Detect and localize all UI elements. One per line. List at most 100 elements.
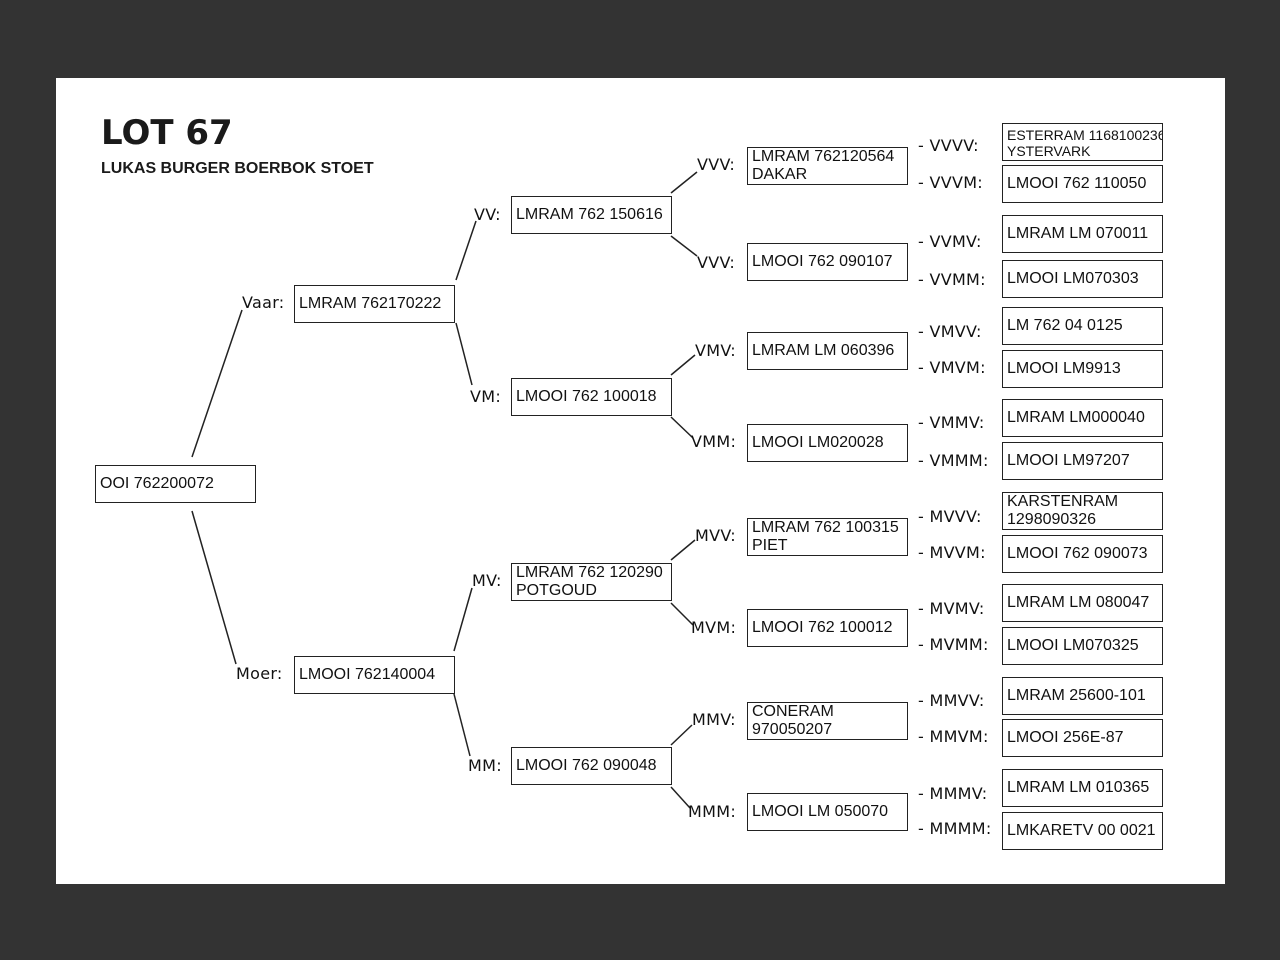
vmv-box: LMRAM LM 060396 xyxy=(747,332,908,370)
vvv-label: VVV: xyxy=(697,155,736,174)
mvmm-label: - MVMM: xyxy=(918,635,989,654)
vvmv-label: - VVMV: xyxy=(918,232,982,251)
vvvv-line1: ESTERRAM 1168100236 xyxy=(1007,127,1163,143)
vvmm-line1: LMOOI LM070303 xyxy=(1007,270,1139,287)
mmmv-line1: LMRAM LM 010365 xyxy=(1007,779,1150,796)
connector-vm-vmv xyxy=(670,354,696,376)
vmmv-line1: LMRAM LM000040 xyxy=(1007,409,1145,426)
mvmv-label: - MVMV: xyxy=(918,599,985,618)
mmvv-box: LMRAM 25600-101 xyxy=(1002,677,1163,715)
mvmm-line1: LMOOI LM070325 xyxy=(1007,637,1139,654)
mvm-label: MVM: xyxy=(691,618,737,637)
connector-mv-mvv xyxy=(670,539,696,561)
vm-box: LMOOI 762 100018 xyxy=(511,378,672,416)
connector-dam-mm xyxy=(453,693,471,757)
vvm-box: LMOOI 762 090107 xyxy=(747,243,908,281)
vmvv-line1: LM 762 04 0125 xyxy=(1007,317,1123,334)
mv-box: LMRAM 762 120290 POTGOUD xyxy=(511,563,672,601)
vvvm-line1: LMOOI 762 110050 xyxy=(1007,175,1147,192)
connector-dam-mv xyxy=(453,587,473,652)
vv-line1: LMRAM 762 150616 xyxy=(516,206,663,223)
vmmm-label: - VMMM: xyxy=(918,451,989,470)
vvvm-label: - VVVM: xyxy=(918,173,983,192)
vm-label: VM: xyxy=(470,387,502,406)
mm-line1: LMOOI 762 090048 xyxy=(516,757,657,774)
vvmv-line1: LMRAM LM 070011 xyxy=(1007,225,1149,242)
mvvm-line1: LMOOI 762 090073 xyxy=(1007,545,1148,562)
mvvv-line2: 1298090326 xyxy=(1007,511,1096,528)
vmvm-label: - VMVM: xyxy=(918,358,986,377)
dam-box: LMOOI 762140004 xyxy=(294,656,455,694)
vmm-label: VMM: xyxy=(691,432,737,451)
vmmv-box: LMRAM LM000040 xyxy=(1002,399,1163,437)
connector-vv-vvv xyxy=(670,171,698,194)
mmvv-label: - MMVV: xyxy=(918,691,985,710)
vvmm-label: - VVMM: xyxy=(918,270,986,289)
vmm-box: LMOOI LM020028 xyxy=(747,424,908,462)
mmvm-box: LMOOI 256E-87 xyxy=(1002,719,1163,757)
mv-label: MV: xyxy=(472,571,502,590)
vvv-line1: LMRAM 762120564 xyxy=(752,148,895,165)
mv-line2: POTGOUD xyxy=(516,582,597,599)
mmmm-line1: LMKARETV 00 0021 xyxy=(1007,822,1156,839)
vmmm-line1: LMOOI LM97207 xyxy=(1007,452,1130,469)
mm-box: LMOOI 762 090048 xyxy=(511,747,672,785)
mmm-box: LMOOI LM 050070 xyxy=(747,793,908,831)
connector-animal-sire xyxy=(191,309,243,458)
vmmm-box: LMOOI LM97207 xyxy=(1002,442,1163,480)
mvmv-box: LMRAM LM 080047 xyxy=(1002,584,1163,622)
vvvv-line2: YSTERVARK xyxy=(1007,143,1091,159)
mmvm-label: - MMVM: xyxy=(918,727,989,746)
mvvv-box: KARSTENRAM 1298090326 xyxy=(1002,492,1163,530)
mmvm-line1: LMOOI 256E-87 xyxy=(1007,729,1124,746)
mvm-box: LMOOI 762 100012 xyxy=(747,609,908,647)
mvvm-label: - MVVM: xyxy=(918,543,986,562)
connector-mm-mmm xyxy=(670,786,691,809)
vmvv-box: LM 762 04 0125 xyxy=(1002,307,1163,345)
vmm-line1: LMOOI LM020028 xyxy=(752,434,884,451)
mm-label: MM: xyxy=(468,756,502,775)
mmv-line1: CONERAM xyxy=(752,703,834,720)
mmv-line2: 970050207 xyxy=(752,721,833,738)
mmmv-box: LMRAM LM 010365 xyxy=(1002,769,1163,807)
connector-mv-mvm xyxy=(670,602,694,626)
vmmv-label: - VMMV: xyxy=(918,413,985,432)
stud-name: LUKAS BURGER BOERBOK STOET xyxy=(101,160,374,177)
vvm-label: VVV: xyxy=(697,253,736,272)
vmvm-line1: LMOOI LM9913 xyxy=(1007,360,1121,377)
mvv-line2: PIET xyxy=(752,537,788,554)
vmvv-label: - VMVV: xyxy=(918,322,982,341)
mvvv-label: - MVVV: xyxy=(918,507,982,526)
connector-sire-vv xyxy=(455,220,477,281)
mvv-box: LMRAM 762 100315 PIET xyxy=(747,518,908,556)
vvvv-box: ESTERRAM 1168100236 YSTERVARK xyxy=(1002,123,1163,161)
mvvv-line1: KARSTENRAM xyxy=(1007,493,1119,510)
mmmv-label: - MMMV: xyxy=(918,784,988,803)
connector-vv-vvm xyxy=(670,235,698,257)
vv-box: LMRAM 762 150616 xyxy=(511,196,672,234)
mvm-line1: LMOOI 762 100012 xyxy=(752,619,893,636)
mvv-line1: LMRAM 762 100315 xyxy=(752,519,899,536)
connector-vm-vmm xyxy=(670,416,694,439)
mmm-line1: LMOOI LM 050070 xyxy=(752,803,889,820)
mmvv-line1: LMRAM 25600-101 xyxy=(1007,687,1146,704)
mvv-label: MVV: xyxy=(695,526,736,545)
vmv-label: VMV: xyxy=(695,341,736,360)
vvvv-label: - VVVV: xyxy=(918,136,979,155)
mmmm-label: - MMMM: xyxy=(918,819,992,838)
connector-mm-mmv xyxy=(670,724,693,746)
vvvm-box: LMOOI 762 110050 xyxy=(1002,165,1163,203)
vmv-line1: LMRAM LM 060396 xyxy=(752,342,895,359)
vvmv-box: LMRAM LM 070011 xyxy=(1002,215,1163,253)
connector-animal-dam xyxy=(191,510,237,665)
vm-line1: LMOOI 762 100018 xyxy=(516,388,657,405)
mmmm-box: LMKARETV 00 0021 xyxy=(1002,812,1163,850)
sire-box: LMRAM 762170222 xyxy=(294,285,455,323)
sire-label: Vaar: xyxy=(242,293,285,312)
vvv-line2: DAKAR xyxy=(752,166,808,183)
mv-line1: LMRAM 762 120290 xyxy=(516,564,663,581)
mmv-box: CONERAM 970050207 xyxy=(747,702,908,740)
mmm-label: MMM: xyxy=(688,802,737,821)
vv-label: VV: xyxy=(474,205,501,224)
